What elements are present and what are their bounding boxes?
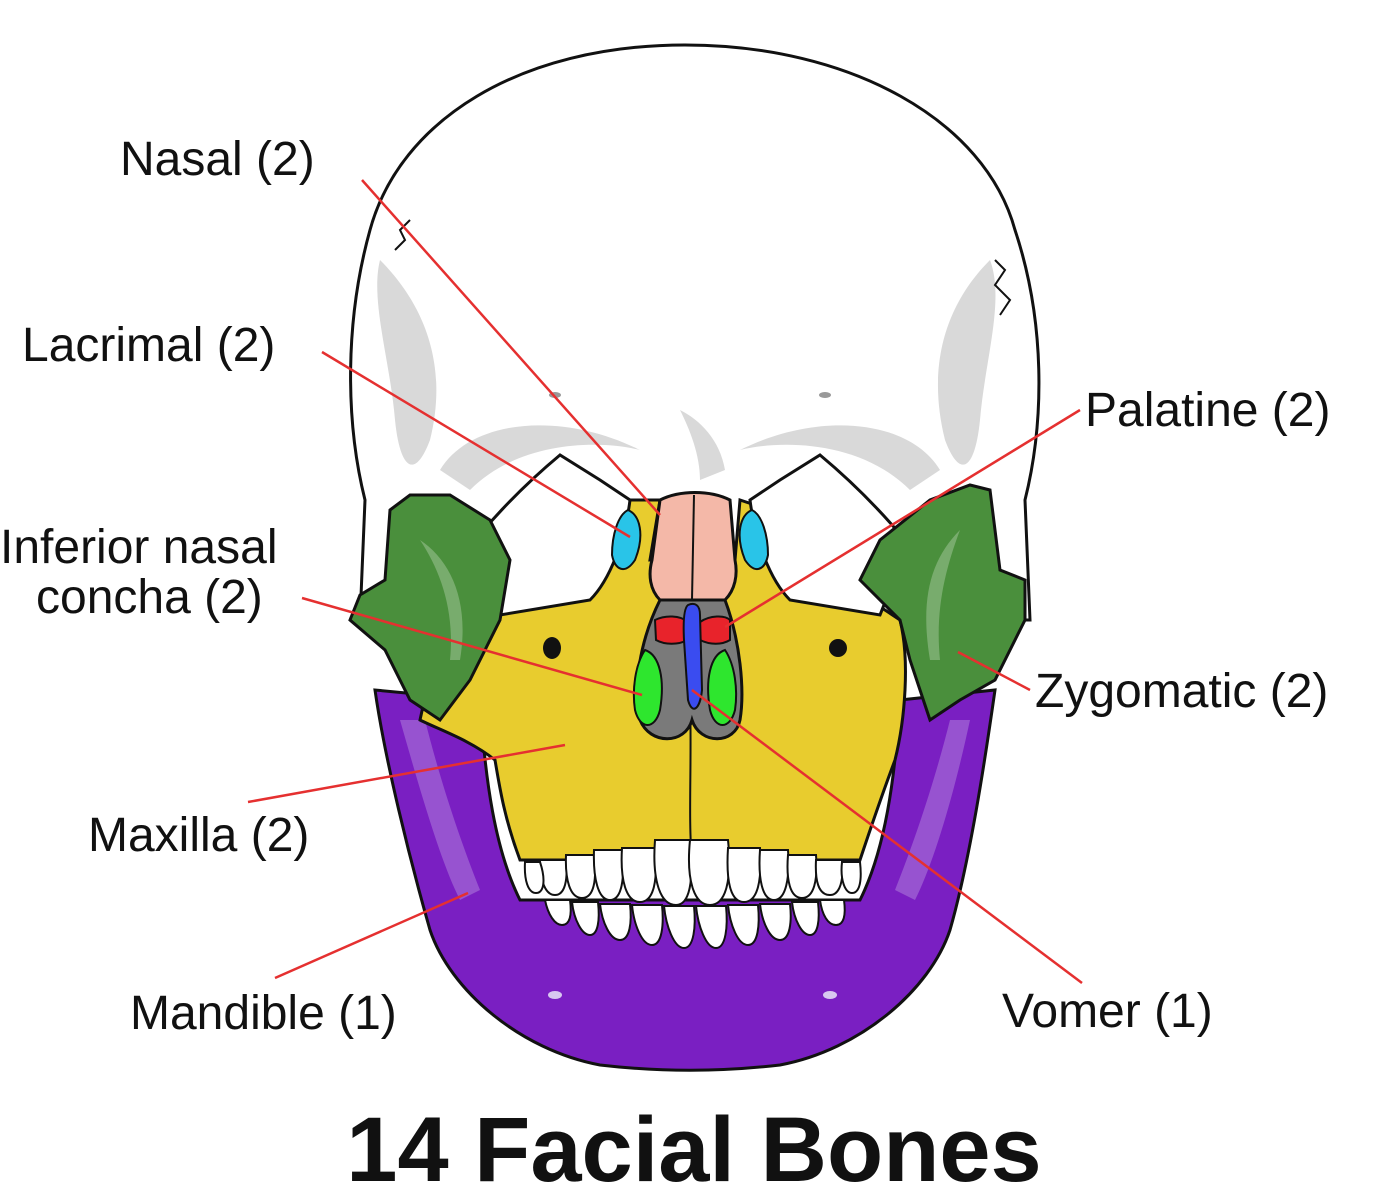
label-inferior-nasal-concha-line2: concha (2) (36, 571, 263, 624)
leader-line-maxilla (247, 743, 566, 804)
lacrimal-left (610, 508, 642, 570)
lacrimal-right (738, 508, 770, 570)
cranial-suture (394, 219, 411, 251)
label-inferior-nasal-concha-line1: Inferior nasal (0, 521, 278, 574)
temporal-shade-right (937, 260, 996, 465)
infraorbital-foramen-left (543, 637, 561, 659)
leader-line-inferior-nasal-concha (301, 596, 643, 697)
label-zygomatic: Zygomatic (2) (1035, 665, 1329, 718)
vomer (682, 602, 704, 710)
glabella-shade (680, 410, 725, 480)
upper-teeth (523, 839, 862, 907)
label-nasal: Nasal (2) (120, 133, 315, 186)
brow-shade-left (440, 425, 640, 490)
leader-line-zygomatic (957, 650, 1031, 692)
mental-foramen-right (823, 991, 837, 999)
leader-line-palatine (724, 408, 1081, 629)
mandible (373, 688, 997, 1072)
leader-line-mandible (274, 891, 469, 980)
zygomatic-right-highlight (926, 530, 960, 660)
leader-lines (247, 179, 1083, 984)
foramen-right (819, 392, 831, 398)
mandible-highlight-right (895, 720, 970, 900)
nasal-suture (691, 494, 695, 601)
label-maxilla: Maxilla (2) (88, 809, 310, 862)
diagram-title: 14 Facial Bones (346, 1099, 1042, 1201)
cranial-suture-right (993, 259, 1012, 316)
label-palatine: Palatine (2) (1085, 384, 1331, 437)
zygomatic-left-highlight (420, 540, 463, 660)
mandible-highlight-left (400, 720, 480, 900)
brow-shade-right (740, 425, 940, 490)
lower-teeth (543, 899, 846, 950)
label-vomer: Vomer (1) (1002, 985, 1213, 1038)
leader-line-nasal (361, 179, 661, 516)
zygomatic-left (348, 493, 512, 723)
leader-line-vomer (691, 689, 1083, 984)
label-mandible: Mandible (1) (130, 987, 397, 1040)
inferior-nasal-concha-left (632, 648, 663, 726)
mental-foramen-left (548, 991, 562, 999)
leader-line-lacrimal (321, 350, 631, 539)
label-lacrimal: Lacrimal (2) (22, 319, 276, 372)
temporal-shade-left (377, 260, 437, 465)
palatine-right (699, 615, 731, 645)
infraorbital-foramen-right (829, 639, 847, 657)
